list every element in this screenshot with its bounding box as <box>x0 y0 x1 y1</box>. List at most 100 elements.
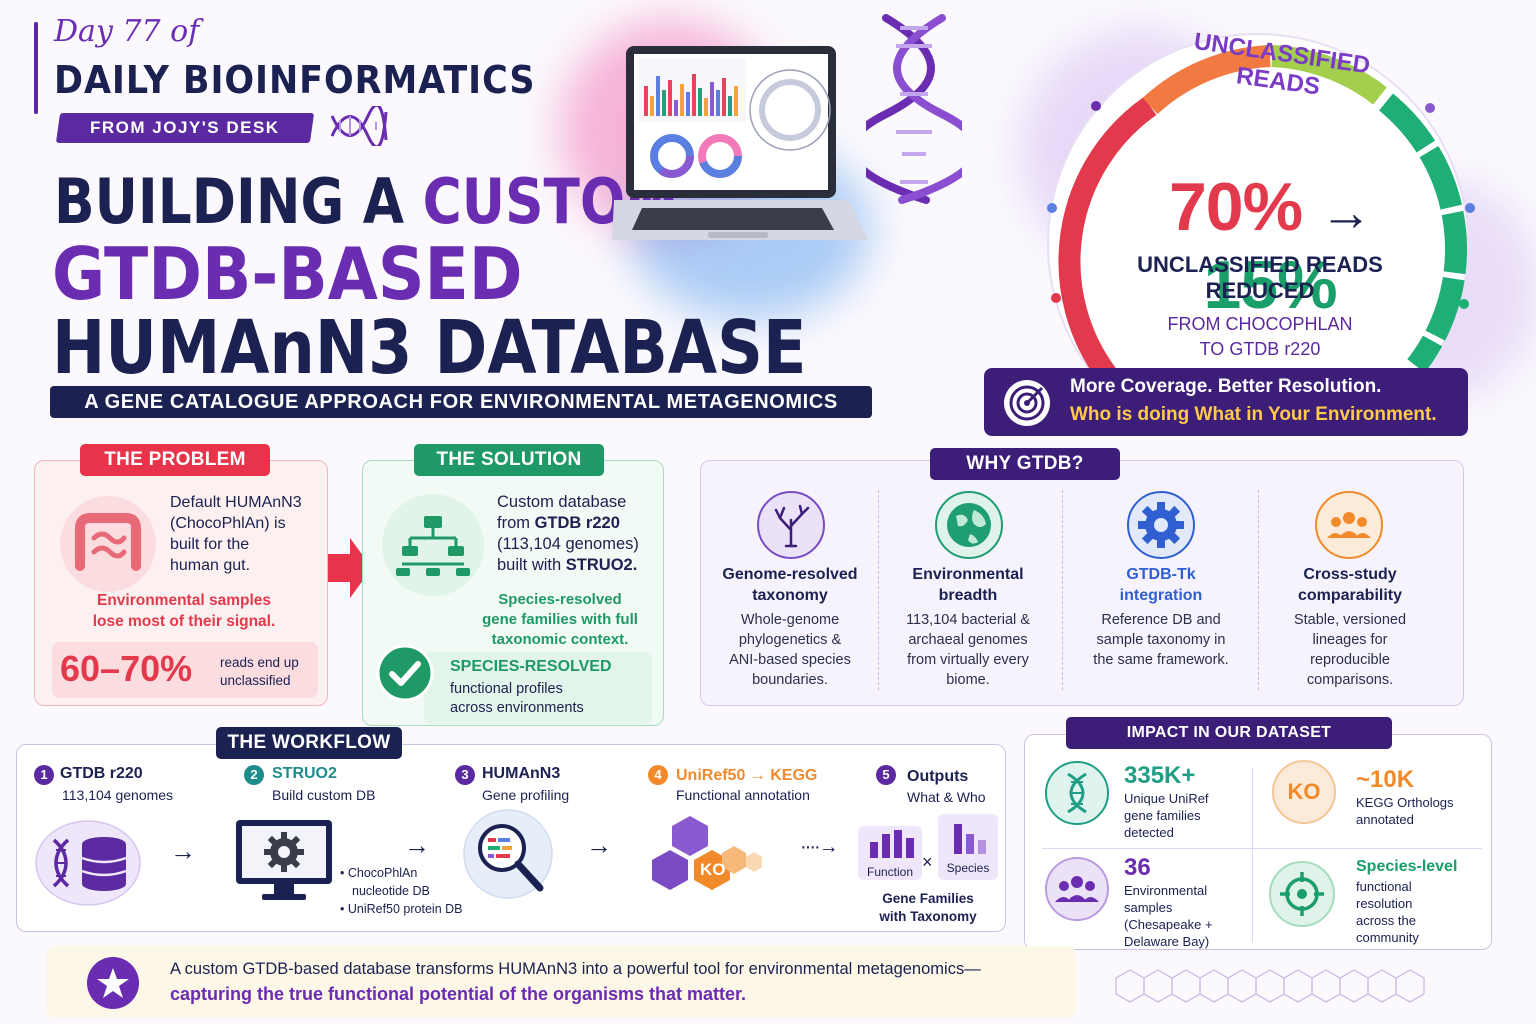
problem-text: Default HUMAnN3 (ChocoPhlAn) is built fo… <box>170 492 302 576</box>
subtitle-banner: A GENE CATALOGUE APPROACH FOR ENVIRONMEN… <box>50 386 872 418</box>
impact-text: Unique UniRef gene families detected <box>1124 790 1209 841</box>
impact-text: Environmental samples (Chesapeake + Dela… <box>1124 882 1213 950</box>
gauge-low-mid-segment <box>1271 45 1387 105</box>
problem-stat-label: reads end up unclassified <box>220 654 299 690</box>
impact-text-line: gene families <box>1124 808 1201 823</box>
step-subtitle: Build custom DB <box>272 787 376 803</box>
problem-stat-box <box>52 642 318 698</box>
people-icon <box>1045 857 1109 921</box>
impact-text-line: samples <box>1124 900 1173 915</box>
problem-stat-line: unclassified <box>220 673 291 688</box>
arrow-icon: → <box>404 830 430 860</box>
hexagon-cluster-icon <box>652 816 762 890</box>
dna-helix-icon <box>866 14 962 204</box>
problem-stat-value: 60–70% <box>60 648 193 689</box>
times-icon: × <box>922 852 933 872</box>
why-head-line: Environmental <box>912 566 1024 583</box>
to-value: 15% <box>1203 247 1337 323</box>
solution-highlight: Species-resolved gene families with full… <box>440 590 680 650</box>
series-title: DAILY BIOINFORMATICS <box>54 58 536 102</box>
title-part-1: BUILDING A <box>54 165 423 238</box>
impact-card <box>1024 734 1492 950</box>
problem-text-line: Default HUMAnN3 <box>170 494 302 511</box>
why-body-line: Stable, versioned <box>1293 612 1407 628</box>
solution-text-bold: STRUO2. <box>565 556 638 574</box>
problem-text-line: (ChocoPhlAn) is <box>170 515 286 532</box>
gauge-high-segment <box>1058 97 1157 383</box>
why-body-line: Whole-genome <box>740 612 840 628</box>
why-body-line: archaeal genomes <box>908 632 1028 648</box>
hierarchy-icon <box>382 494 484 596</box>
divider <box>878 490 879 690</box>
why-body-line: sample taxonomy in <box>1096 632 1226 648</box>
impact-text-line: Delaware Bay) <box>1124 934 1210 949</box>
gauge-source-line: TO GTDB r220 <box>1199 339 1321 359</box>
dna-icon <box>1045 761 1109 825</box>
why-head-line: comparability <box>1297 587 1403 604</box>
gauge-values: 70% → 15% <box>1110 168 1430 324</box>
dna-icon <box>330 106 388 146</box>
why-body-line: reproducible <box>1310 652 1390 668</box>
coverage-line-2: Who is doing What in Your Environment. <box>1070 404 1437 425</box>
check-icon <box>376 644 434 702</box>
star-icon <box>87 957 139 1009</box>
arrow-icon: → <box>1320 184 1372 242</box>
monitor-gear-icon <box>236 820 332 900</box>
globe-icon <box>935 491 1003 559</box>
impact-value: Species-level <box>1356 858 1458 875</box>
why-gtdb-tag: WHY GTDB? <box>930 448 1120 480</box>
divider <box>1042 848 1482 849</box>
solution-text-pre: from <box>497 514 535 532</box>
why-body-line: Reference DB and <box>1101 612 1221 628</box>
db-list: • ChocoPhlAn nucleotide DB • UniRef50 pr… <box>340 864 463 918</box>
species-resolved-line: functional profiles <box>450 681 563 697</box>
why-body-line: from virtually every <box>907 652 1029 668</box>
bar-chart-icon <box>954 824 986 854</box>
impact-text-line: across the <box>1356 913 1416 928</box>
function-label: Function <box>866 865 914 879</box>
solution-text-line: (113,104 genomes) <box>497 535 639 553</box>
impact-text-line: detected <box>1124 825 1174 840</box>
magnifier-icon <box>463 809 553 899</box>
solution-text: Custom database from GTDB r220 (113,104 … <box>497 492 639 576</box>
why-item-gtdbtk: GTDB-Tk integration Reference DB and sampl… <box>1080 564 1242 670</box>
problem-stat-line: reads end up <box>220 655 299 670</box>
impact-text-line: resolution <box>1356 896 1413 911</box>
species-resolved-text: functional profiles across environments <box>450 680 584 718</box>
step-title: GTDB r220 <box>60 765 143 782</box>
solution-text-bold: GTDB r220 <box>534 514 620 532</box>
db-list-item: • ChocoPhlAn <box>340 866 418 880</box>
species-resolved-title: SPECIES-RESOLVED <box>450 658 612 675</box>
impact-text-line: community <box>1356 930 1419 945</box>
crosshair-icon <box>1269 861 1335 927</box>
reads-gauge <box>1047 33 1475 416</box>
db-list-item: • UniRef50 protein DB <box>340 902 463 916</box>
gauge-label-line: REDUCED <box>1205 278 1315 303</box>
impact-text-line: functional <box>1356 879 1412 894</box>
gauge-label: UNCLASSIFIED READS REDUCED <box>1100 252 1420 304</box>
author-badge-label: FROM JOJY'S DESK <box>90 118 280 137</box>
hexagon-pattern <box>1115 969 1425 1003</box>
day-label: Day 77 of <box>54 14 200 49</box>
workflow-tag: THE WORKFLOW <box>216 727 402 759</box>
step-subtitle: What & Who <box>907 789 986 805</box>
gauge-source-line: FROM CHOCOPHLAN <box>1167 314 1353 334</box>
impact-text-line: (Chesapeake + <box>1124 917 1213 932</box>
why-head-line: GTDB-Tk <box>1126 566 1196 583</box>
impact-value: 36 <box>1124 854 1151 881</box>
species-label: Species <box>946 861 990 875</box>
footer-line-1: A custom GTDB-based database transforms … <box>170 960 981 978</box>
solution-highlight-line: taxonomic context. <box>491 631 629 648</box>
why-head-line: integration <box>1119 587 1203 604</box>
gauge-source: FROM CHOCOPHLAN TO GTDB r220 <box>1100 312 1420 362</box>
step-title: UniRef50 → KEGG <box>676 767 818 784</box>
impact-text: functional resolution across the communi… <box>1356 878 1419 946</box>
arrow-icon: → <box>170 836 196 866</box>
step-subtitle: 113,104 genomes <box>62 787 174 803</box>
bar-chart-icon <box>870 830 914 858</box>
why-body-line: ANI-based species <box>729 652 851 668</box>
impact-text-line: Unique UniRef <box>1124 791 1209 806</box>
db-list-item: nucleotide DB <box>352 884 430 898</box>
